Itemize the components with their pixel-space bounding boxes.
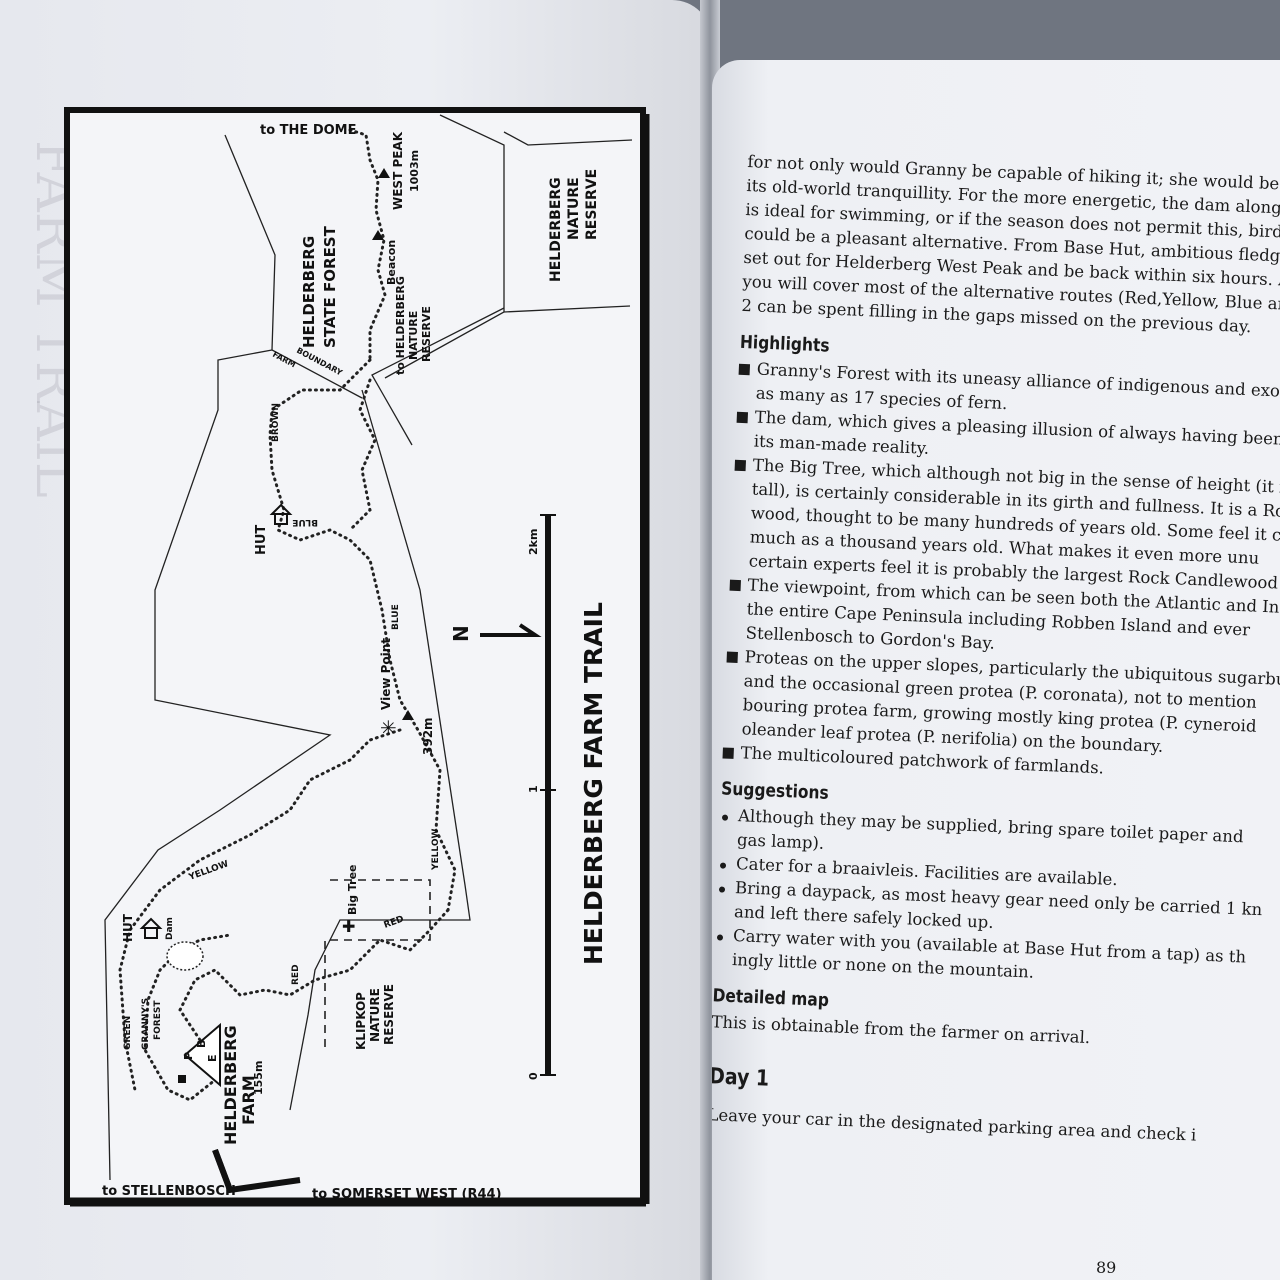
yellow-trail	[118, 728, 402, 1092]
big-tree-label: Big Tree	[346, 865, 359, 916]
brown-trail	[268, 358, 457, 912]
pbe-b: B	[195, 1040, 208, 1048]
highlights-list: Granny's Forest with its uneasy alliance…	[722, 357, 1280, 791]
farm-label-2: FARM	[239, 1075, 258, 1125]
farm-label-1: HELDERBERG	[221, 1025, 240, 1145]
red-label-2: RED	[291, 964, 301, 985]
west-peak-alt: 1003m	[408, 150, 421, 192]
to-the-dome-label: to THE DOME	[260, 123, 356, 138]
reserve-boundary-low	[503, 305, 631, 313]
west-peak-triangle-icon	[378, 168, 390, 178]
reserve-boundary-left	[384, 114, 505, 379]
blue-trail	[348, 378, 377, 532]
to-reserve-label-2: NATURE	[407, 311, 420, 360]
round-bullet-icon	[719, 862, 727, 869]
state-forest-boundary	[224, 134, 363, 399]
farm-boundary-west	[104, 349, 332, 1181]
to-reserve-label-3: RESERVE	[420, 306, 433, 362]
nature-reserve-label-2: NATURE	[566, 177, 582, 240]
pbe-triangle-icon	[183, 1022, 221, 1088]
reserve-boundary	[503, 131, 633, 146]
view-point-label: View Point	[379, 638, 393, 710]
farm-boundary-east	[289, 389, 471, 1111]
nature-reserve-label-3: RESERVE	[584, 169, 600, 240]
trail-to-dome	[348, 128, 387, 362]
page-number: 89	[1096, 1258, 1117, 1277]
right-page: for not only would Granny be capable of …	[712, 60, 1280, 1280]
hut-label: HUT	[254, 525, 269, 555]
trail-map: P B E ✳ ✚ N 2km 1 0 HELDERBERG FARM TRAI…	[64, 107, 650, 1207]
west-peak-label: WEST PEAK	[391, 131, 405, 210]
scale-2km: 2km	[527, 529, 540, 555]
nature-reserve-label-1: HELDERBERG	[548, 177, 564, 282]
round-bullet-icon	[721, 814, 729, 821]
farm-alt-label: 155m	[252, 1061, 265, 1095]
red-trail	[143, 908, 450, 1102]
blue-label-2: BLUE	[391, 604, 401, 630]
green-label: GREEN	[123, 1016, 133, 1050]
klipkop-label-1: KLIPKOP	[354, 992, 368, 1050]
north-label: N	[449, 625, 473, 642]
square-bullet-icon	[729, 579, 741, 592]
state-forest-label-2: STATE FOREST	[321, 225, 339, 348]
klipkop-label-2: NATURE	[368, 988, 382, 1042]
alt-392-label: 392m	[421, 717, 435, 755]
day1-text: Leave your car in the designated parking…	[712, 1105, 1197, 1145]
pbe-p: P	[182, 1052, 195, 1060]
left-page: HELDERBERG FARM TRAIL	[0, 0, 712, 1280]
to-reserve-label-1: to HELDERBERG	[394, 276, 407, 375]
map-title: HELDERBERG FARM TRAIL	[579, 602, 608, 965]
square-bullet-icon	[736, 411, 749, 424]
hut-label-2: HUT	[121, 913, 135, 942]
dam	[166, 941, 204, 971]
pbe-e: E	[206, 1054, 219, 1062]
square-bullet-icon	[726, 651, 738, 664]
to-somerset-west-label: to SOMERSET WEST (R44)	[312, 1187, 502, 1202]
yellow-label-2: YELLOW	[431, 829, 441, 871]
to-stellenbosch-road	[212, 1148, 233, 1192]
round-bullet-icon	[718, 886, 726, 893]
parking-square-icon	[178, 1075, 186, 1083]
page-text: for not only would Granny be capable of …	[712, 150, 1280, 1154]
brown-label: BROWN	[271, 403, 281, 442]
grannys-forest-label-1: GRANNY'S	[141, 998, 151, 1050]
big-tree-cross-icon: ✚	[342, 917, 355, 936]
beacon-label: Beacon	[385, 240, 398, 285]
to-stellenbosch-label: to STELLENBOSCH	[102, 1184, 236, 1199]
day1-heading: Day 1	[712, 1064, 770, 1092]
scale-1: 1	[527, 785, 540, 793]
dam-label: Dam	[165, 917, 175, 940]
suggestions-list: Although they may be supplied, bring spa…	[714, 803, 1280, 998]
north-arrow-icon	[480, 623, 542, 637]
square-bullet-icon	[722, 747, 734, 759]
square-bullet-icon	[734, 459, 747, 472]
scale-0: 0	[527, 1072, 540, 1080]
nature-reserve-border	[371, 307, 505, 446]
viewpoint-star-icon: ✳	[380, 716, 397, 740]
blue-label: BLUE	[292, 517, 318, 527]
grannys-forest-label-2: FOREST	[153, 1000, 163, 1040]
square-bullet-icon	[738, 363, 751, 376]
state-forest-label-1: HELDERBERG	[300, 236, 318, 348]
alt-392-triangle-icon	[402, 710, 414, 720]
hut-icon	[269, 503, 293, 525]
round-bullet-icon	[716, 934, 724, 941]
klipkop-label-3: RESERVE	[382, 984, 396, 1045]
hut-icon-lower	[139, 917, 163, 939]
beacon-triangle-icon	[372, 230, 384, 240]
